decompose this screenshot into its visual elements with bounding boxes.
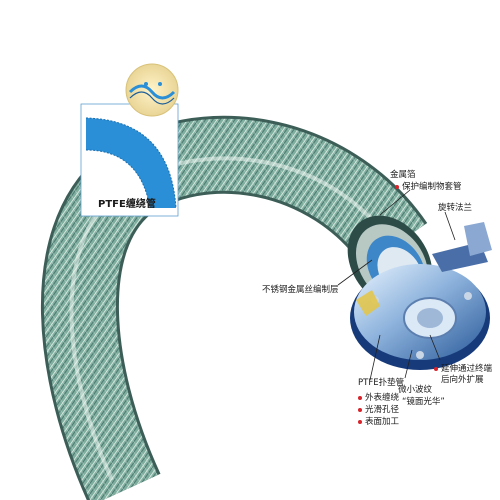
extend-label: 延伸通过终端: [434, 364, 492, 375]
feature-item: 表面加工: [358, 416, 399, 428]
corrugation-label: 微小波纹: [398, 385, 433, 395]
feature-item: 外表缠绕: [358, 392, 399, 404]
extend2-label: 后向外扩展: [441, 375, 484, 385]
magnifier-detail: [125, 63, 179, 117]
foil-label: 金属箔: [390, 170, 416, 180]
sleeve-label: 保护编制物套管: [395, 182, 462, 193]
bullet-dot: [358, 395, 362, 400]
braid-layer-label: 不锈钢金属丝编制层: [262, 285, 339, 295]
gasket-label: PTFE扑垫管: [358, 378, 405, 388]
feature-item: 光滑孔径: [358, 404, 399, 416]
leader-lines: [337, 189, 456, 381]
flange-label: 旋转法兰: [438, 203, 473, 213]
ptfe-inset: [80, 89, 179, 217]
bullet-dot: [395, 184, 399, 189]
rotating-flange: [350, 222, 492, 370]
bullet-dot: [358, 419, 362, 424]
bullet-dot: [434, 366, 438, 371]
feature-list: 外表缠绕 光滑孔径 表面加工: [358, 392, 399, 428]
bullet-dot: [358, 407, 362, 412]
mirror-finish-label: “镜面光华”: [402, 397, 445, 407]
ptfe-wrapped-tube-label: PTFE缠绕管: [98, 199, 156, 210]
